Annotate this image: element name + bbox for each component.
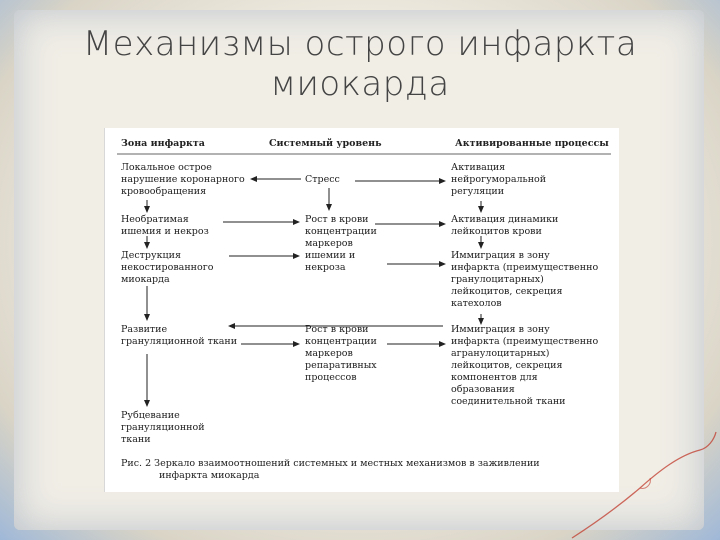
caption-line-2: инфаркта миокарда xyxy=(159,470,260,481)
header-processes: Активированные процессы xyxy=(455,138,609,149)
diagram-arrows xyxy=(117,153,611,407)
header-zone: Зона инфаркта xyxy=(121,138,205,149)
process-item-leukocyte-dynamics: Активация динамики лейкоцитов крови xyxy=(451,214,559,237)
zone-item-granulation: Развитие грануляционной ткани xyxy=(121,324,238,347)
system-item-reparative-markers: Рост в крови концентрации маркеров репар… xyxy=(305,324,377,383)
slide-title: Механизмы острого инфаркта миокарда xyxy=(60,24,660,104)
title-line-1: Механизмы острого инфаркта xyxy=(82,24,638,64)
zone-item-ischemia: Необратимая ишемия и некроз xyxy=(121,214,209,237)
zone-item-destruction: Деструкция некостированного миокарда xyxy=(121,250,214,285)
header-system: Системный уровень xyxy=(269,138,382,149)
zone-item-local: Локальное острое нарушение коронарного к… xyxy=(121,162,245,197)
system-item-ischemia-markers: Рост в крови концентрации маркеров ишеми… xyxy=(305,214,377,273)
title-line-2: миокарда xyxy=(270,64,450,104)
figure-caption: Рис. 2 Зеркало взаимоотношений системных… xyxy=(121,458,540,482)
diagram-figure: Зона инфаркта Системный уровень Активиро… xyxy=(104,128,619,492)
caption-line-1: Рис. 2 Зеркало взаимоотношений системных… xyxy=(121,458,540,469)
zone-item-scarring: Рубцевание грануляционной ткани xyxy=(121,410,205,445)
process-item-granulocyte-immigration: Иммиграция в зону инфаркта (преимуществе… xyxy=(451,250,599,309)
process-item-neurohumoral: Активация нейрогуморальной регуляции xyxy=(451,162,547,197)
system-item-stress: Стресс xyxy=(305,174,340,185)
process-item-agranulocyte-immigration: Иммиграция в зону инфаркта (преимуществе… xyxy=(451,324,599,407)
